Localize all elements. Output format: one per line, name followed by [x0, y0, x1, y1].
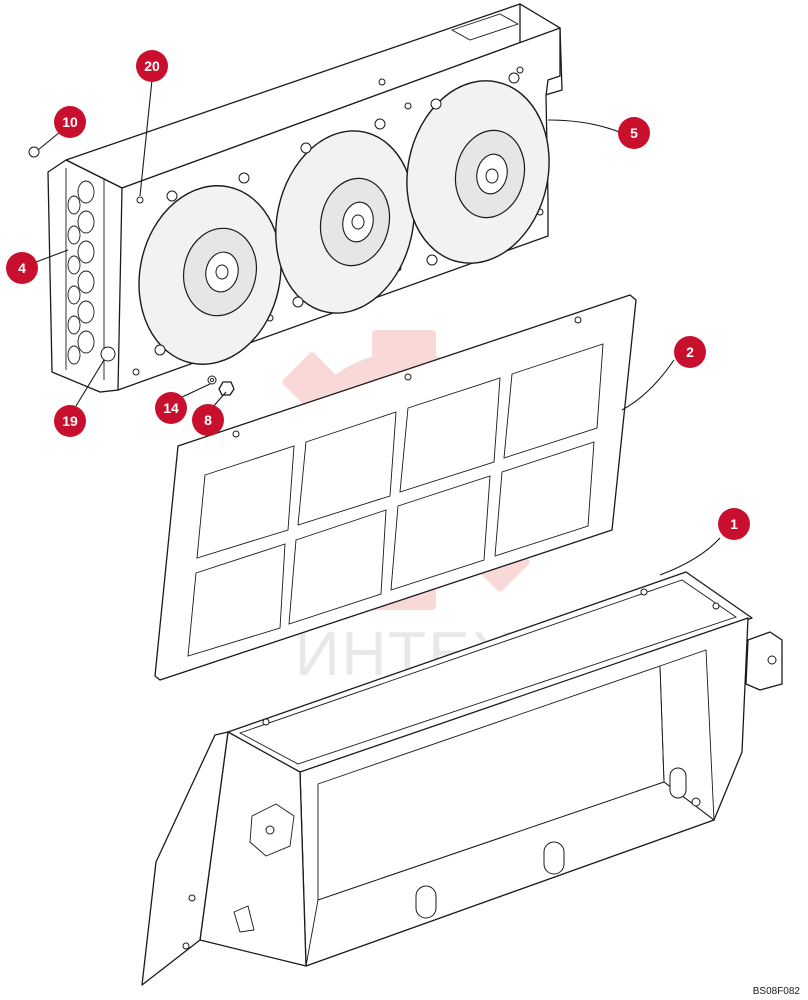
callout-19: 19 — [54, 405, 86, 437]
callout-label: 14 — [163, 400, 179, 416]
drawing-code: BS08F082 — [753, 986, 801, 997]
fan-3 — [406, 72, 550, 266]
callout-label: 20 — [144, 58, 160, 74]
fitting-19 — [100, 346, 116, 362]
fan-2 — [275, 118, 415, 314]
fan-assembly — [47, 3, 563, 393]
callout-label: 2 — [686, 344, 694, 360]
washer-14 — [207, 375, 217, 385]
nut-10 — [28, 146, 40, 158]
grille-openings — [187, 343, 604, 657]
nut-8 — [218, 381, 235, 396]
coil-tubes — [65, 168, 105, 380]
callout-label: 8 — [204, 412, 212, 428]
callout-10: 10 — [54, 106, 86, 138]
base-tray — [141, 571, 783, 986]
callout-label: 19 — [62, 413, 78, 429]
callout-label: 4 — [18, 260, 26, 276]
callout-label: 10 — [62, 114, 78, 130]
tray-slots — [415, 767, 687, 919]
callout-2: 2 — [674, 336, 706, 368]
callout-8: 8 — [192, 404, 224, 436]
callout-label: 1 — [730, 516, 738, 532]
callout-4: 4 — [6, 252, 38, 284]
callout-1: 1 — [718, 508, 750, 540]
callout-label: 5 — [630, 125, 638, 141]
callout-20: 20 — [136, 50, 168, 82]
callout-5: 5 — [618, 117, 650, 149]
callout-14: 14 — [155, 392, 187, 424]
fan-1 — [138, 172, 282, 365]
